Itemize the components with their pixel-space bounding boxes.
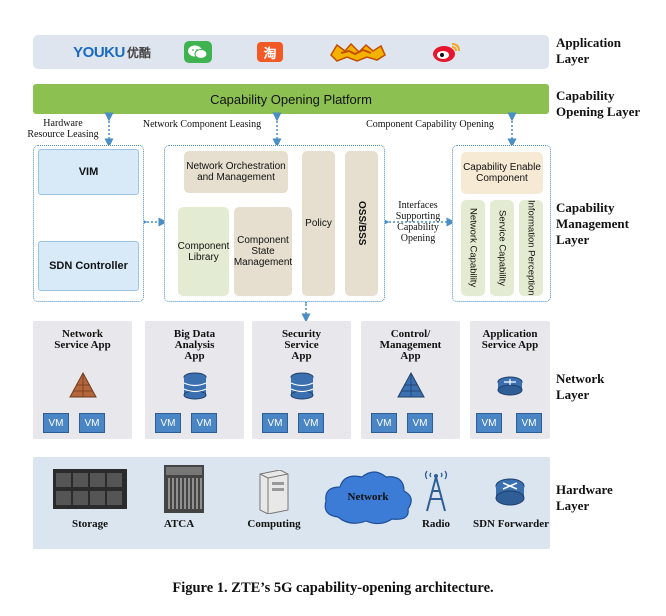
layer-label-network: Network Layer <box>556 371 605 402</box>
layer-label-capability-opening: Capability Opening Layer <box>556 88 641 119</box>
taobao-logo-text: 淘 <box>257 42 283 62</box>
network-app-box: Control/ Management App VM VM <box>361 321 460 439</box>
vim-label: VIM <box>78 166 99 178</box>
vm-box: VM <box>191 413 217 433</box>
network-app-box: Security Service App VM VM <box>252 321 351 439</box>
information-perception-box: Information Perception <box>519 200 543 296</box>
network-cloud-icon <box>324 471 412 525</box>
layer-label-capability-management: Capability Management Layer <box>556 200 629 247</box>
wechat-icon <box>183 41 213 63</box>
label-interfaces-supporting: Interfaces Supporting Capability Opening <box>395 200 441 244</box>
storage-icon <box>53 469 127 509</box>
component-library-label: Component Library <box>177 240 230 263</box>
network-app-title: Network Service App <box>54 328 111 351</box>
policy-box: Policy <box>302 151 335 296</box>
pyramid-icon <box>397 371 425 398</box>
network-app-title: Application Service App <box>481 328 539 351</box>
taobao-icon: 淘 <box>255 41 285 63</box>
sdn-controller-label: SDN Controller <box>49 260 128 272</box>
component-state-label: Component State Management <box>233 235 293 268</box>
hw-label-atca: ATCA <box>163 518 195 530</box>
capability-enable-component: Capability Enable Component <box>461 152 543 194</box>
database-icon <box>290 372 314 400</box>
router-icon <box>497 376 523 396</box>
vm-box: VM <box>298 413 324 433</box>
network-app-box: Application Service App VM VM <box>470 321 550 439</box>
network-orchestration-box: Network Orchestration and Management Com… <box>164 145 385 302</box>
hw-label-radio: Radio <box>421 518 451 530</box>
network-cloud-label: Network <box>347 491 389 503</box>
youku-logo-icon: YOUKU 优酷 <box>67 41 157 63</box>
vim-box: VIM <box>38 149 139 195</box>
computing-icon <box>259 470 289 514</box>
network-app-box: Network Service App VM VM <box>33 321 132 439</box>
game-logo-icon <box>329 41 387 63</box>
layer-label-hardware: Hardware Layer <box>556 482 613 513</box>
label-network-component-leasing: Network Component Leasing <box>142 119 262 130</box>
atca-icon <box>164 465 204 513</box>
label-component-capability-opening: Component Capability Opening <box>366 119 494 130</box>
hw-label-storage: Storage <box>71 518 109 530</box>
hw-label-sdn-forwarder: SDN Forwarder <box>472 518 550 530</box>
network-app-title: Big Data Analysis App <box>173 328 216 362</box>
vm-box: VM <box>407 413 433 433</box>
vm-box: VM <box>371 413 397 433</box>
hw-label-computing: Computing <box>247 518 301 530</box>
capability-opening-platform: Capability Opening Platform <box>33 84 549 114</box>
information-perception-label: Information Perception <box>525 200 537 296</box>
capability-enable-label: Capability Enable Component <box>463 162 541 184</box>
vm-box: VM <box>43 413 69 433</box>
network-app-box: Big Data Analysis App VM VM <box>145 321 244 439</box>
service-capability-label: Service Capability <box>496 209 508 287</box>
component-library-box: Component Library <box>178 207 229 296</box>
weibo-icon <box>429 41 463 63</box>
vm-box: VM <box>476 413 502 433</box>
vm-box: VM <box>155 413 181 433</box>
component-state-management-box: Component State Management <box>234 207 292 296</box>
hardware-layer-bar: Network <box>33 457 550 549</box>
vm-box: VM <box>262 413 288 433</box>
network-app-title: Security Service App <box>281 328 322 362</box>
layer-label-application: Application Layer <box>556 35 622 66</box>
application-layer-bar: YOUKU 优酷 淘 <box>33 35 549 69</box>
platform-title: Capability Opening Platform <box>210 91 372 107</box>
orchestration-label: Network Orchestration and Management <box>186 161 286 183</box>
network-app-title: Control/ Management App <box>379 328 442 362</box>
orchestration-box: Network Orchestration and Management <box>184 151 288 193</box>
database-icon <box>183 372 207 400</box>
youku-logo-text: YOUKU <box>73 43 125 61</box>
network-capability-box: Network Capability <box>461 200 485 296</box>
figure-caption: Figure 1. ZTE’s 5G capability-opening ar… <box>172 580 494 596</box>
policy-label: Policy <box>305 218 332 229</box>
vm-box: VM <box>516 413 542 433</box>
network-capability-label: Network Capability <box>467 208 479 288</box>
oss-bss-label: OSS/BSS <box>356 201 367 246</box>
sdn-forwarder-icon <box>495 478 525 506</box>
vm-box: VM <box>79 413 105 433</box>
radio-tower-icon <box>424 470 448 512</box>
service-capability-box: Service Capability <box>490 200 514 296</box>
sdn-controller-box: SDN Controller <box>38 241 139 291</box>
pyramid-icon <box>69 371 97 398</box>
capability-enable-box: Capability Enable Component Network Capa… <box>452 145 551 302</box>
infrastructure-management-box: VIM SDN Controller <box>33 145 144 302</box>
oss-bss-box: OSS/BSS <box>345 151 378 296</box>
label-hardware-resource-leasing: Hardware Resource Leasing <box>27 118 99 140</box>
youku-logo-cn: 优酷 <box>126 45 151 60</box>
